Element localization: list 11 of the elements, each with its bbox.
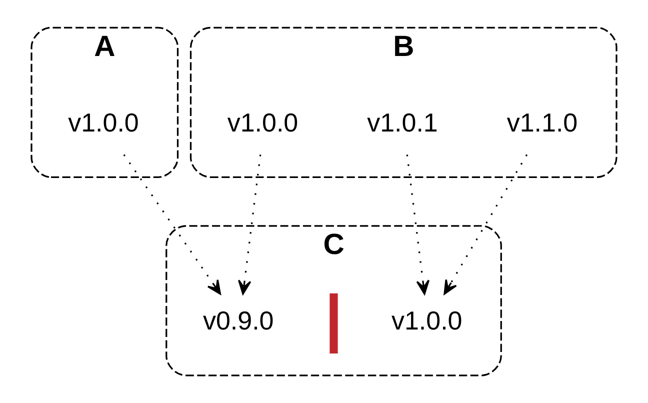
node-text: v1.1.0 xyxy=(506,107,578,138)
node-text: v0.9.0 xyxy=(202,306,274,336)
node-bar xyxy=(330,293,338,354)
arrow xyxy=(123,154,222,295)
node-text: v1.0.1 xyxy=(367,107,438,138)
node-text: v1.0.0 xyxy=(68,107,139,138)
node-text: v1.0.0 xyxy=(227,107,298,138)
arrow xyxy=(444,154,528,295)
arrow xyxy=(406,154,430,295)
node-text: v1.0.0 xyxy=(391,306,462,336)
arrow xyxy=(238,154,262,295)
